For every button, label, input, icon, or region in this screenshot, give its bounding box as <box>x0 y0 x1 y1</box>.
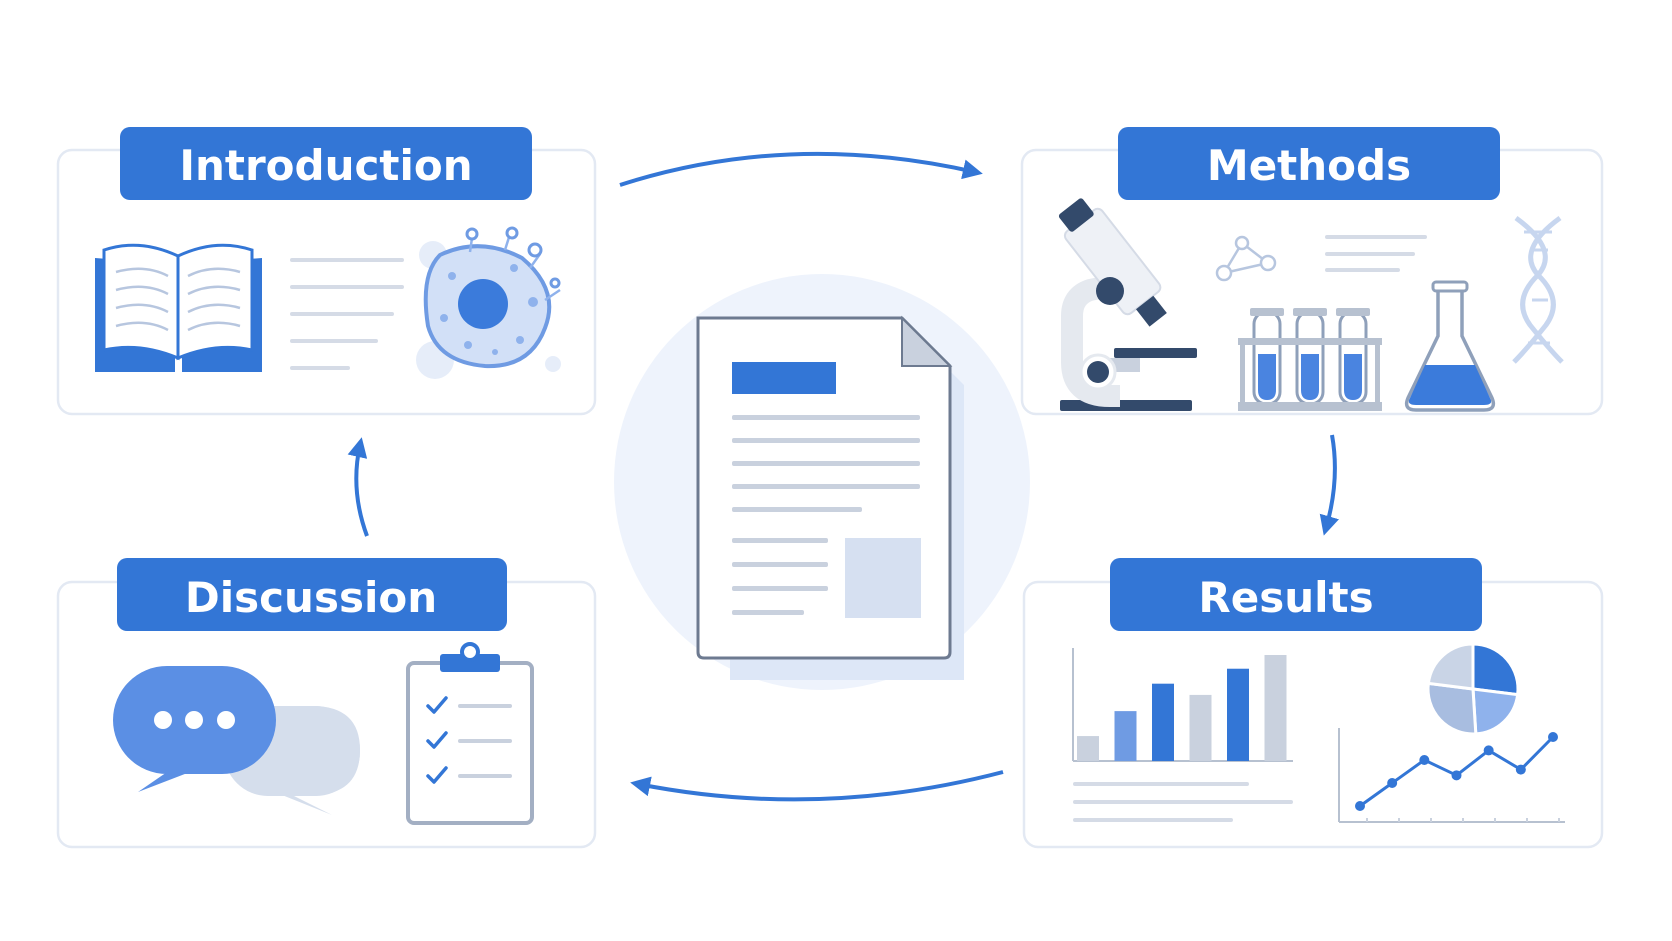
bar <box>1264 655 1287 761</box>
line-point <box>1515 764 1526 775</box>
clipboard-checklist-icon <box>406 642 534 825</box>
results-text-lines <box>1073 782 1293 822</box>
line-point <box>1451 770 1462 781</box>
bar <box>1227 668 1249 761</box>
introduction-text-lines <box>290 258 404 370</box>
line-point <box>1483 745 1494 756</box>
dna-icon <box>1512 215 1564 364</box>
pie-slice <box>1471 687 1520 736</box>
bar <box>1189 694 1212 761</box>
line-point <box>1387 778 1398 788</box>
chat-bubble-icon <box>113 666 360 815</box>
cell-icon <box>416 226 561 379</box>
discussion-card: Discussion <box>56 558 597 849</box>
results-card: Results <box>1022 558 1604 849</box>
line-point <box>1548 732 1558 742</box>
central-paper <box>614 274 1030 690</box>
discussion-title: Discussion <box>185 573 437 622</box>
paper-document-icon <box>696 315 964 680</box>
methods-card: Methods <box>1020 127 1604 416</box>
results-label: Results <box>1110 558 1482 631</box>
pie-chart-icon <box>1426 642 1520 736</box>
open-book-icon <box>95 243 262 372</box>
flask-icon <box>1404 280 1496 412</box>
cycle-arrows <box>347 151 1339 802</box>
arrow-intro-to-methods <box>619 151 983 187</box>
line-point <box>1355 801 1365 811</box>
pie-slice <box>1426 681 1478 736</box>
methods-label: Methods <box>1118 127 1500 200</box>
line-point <box>1419 755 1430 765</box>
pie-slice <box>1471 642 1520 697</box>
introduction-label: Introduction <box>120 127 532 200</box>
molecule-icon <box>1215 235 1277 282</box>
line-chart-icon <box>1338 728 1565 823</box>
bar <box>1114 711 1137 761</box>
pie-slice <box>1426 642 1475 691</box>
arrow-methods-to-results <box>1319 434 1339 536</box>
introduction-card: Introduction <box>56 127 597 416</box>
test-tube-rack-icon <box>1238 308 1382 411</box>
discussion-label: Discussion <box>117 558 507 631</box>
microscope-icon <box>1058 198 1197 411</box>
methods-text-lines <box>1325 235 1427 272</box>
introduction-title: Introduction <box>179 141 472 190</box>
bar <box>1077 736 1099 761</box>
arrow-results-to-discussion <box>630 770 1004 802</box>
bar-chart-icon <box>1072 648 1293 762</box>
bar <box>1152 683 1174 761</box>
arrow-discussion-to-introduction <box>347 437 369 537</box>
methods-title: Methods <box>1207 141 1411 190</box>
results-title: Results <box>1198 573 1373 622</box>
